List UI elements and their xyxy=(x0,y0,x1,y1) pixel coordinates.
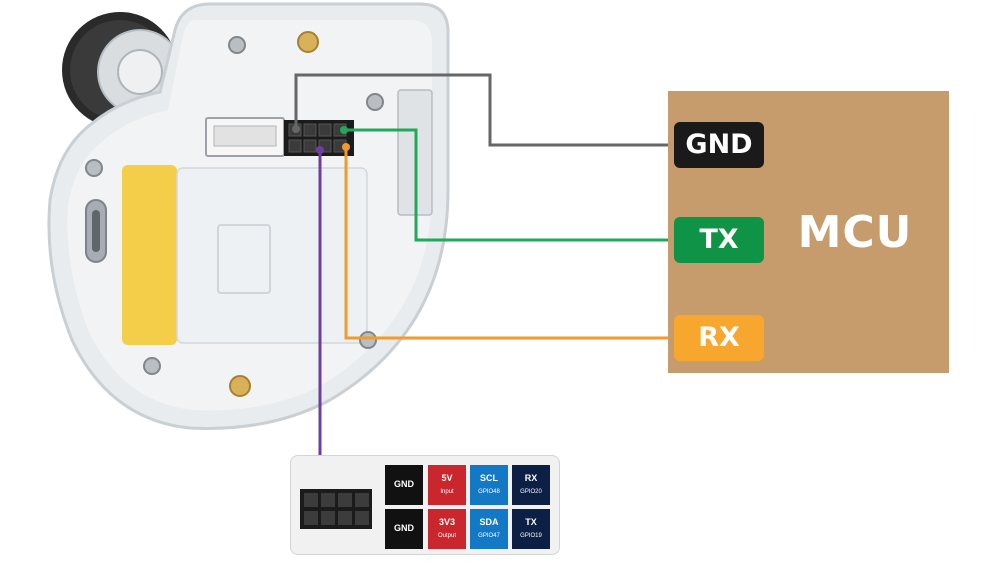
pin-cell-sda: SDA GPIO47 xyxy=(470,509,508,549)
pinout-legend-card: GND 5V Input SCL GPIO48 RX GPIO20 GND 3V… xyxy=(290,455,560,555)
pin-cell-tx: TX GPIO19 xyxy=(512,509,550,549)
pin-cell-gnd-bottom: GND xyxy=(385,509,423,549)
battery-tape xyxy=(122,165,177,345)
brass-insert-icons xyxy=(229,31,319,397)
pin-cell-gnd-top: GND xyxy=(385,465,423,505)
screw-icons xyxy=(85,36,384,375)
wire-rx xyxy=(344,147,674,340)
wire-gnd xyxy=(294,73,674,147)
mcu-pin-rx: RX xyxy=(674,315,764,361)
pin-cell-5v: 5V Input xyxy=(428,465,466,505)
header-pin-icon xyxy=(300,489,372,529)
wire-tx xyxy=(344,128,674,242)
pin-cell-3v3: 3V3 Output xyxy=(428,509,466,549)
mcu-pin-tx: TX xyxy=(674,217,764,263)
pin-cell-rx: RX GPIO20 xyxy=(512,465,550,505)
mcu-title: MCU xyxy=(797,207,913,258)
pin-cell-scl: SCL GPIO48 xyxy=(470,465,508,505)
mcu-pin-gnd: GND xyxy=(674,122,764,168)
